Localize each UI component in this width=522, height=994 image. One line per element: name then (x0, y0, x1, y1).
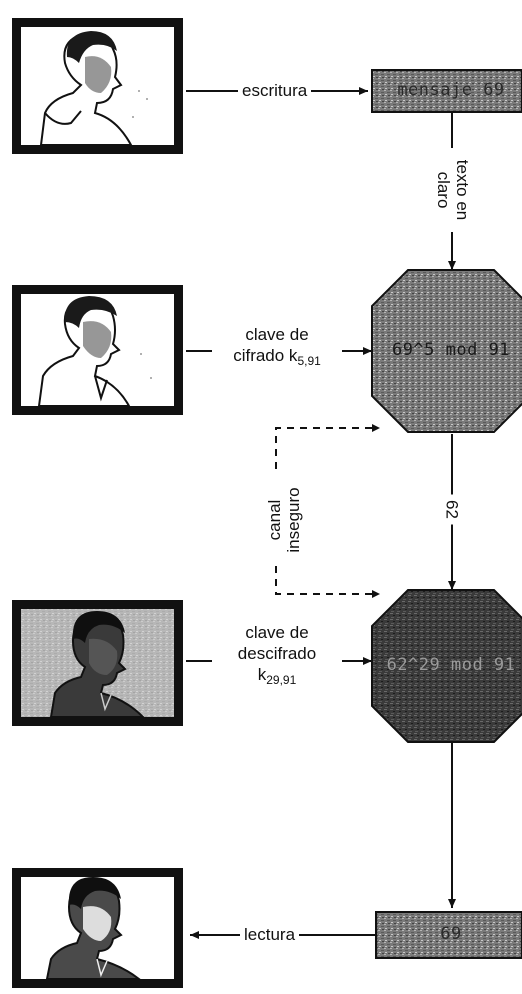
plaintext-link-label: texto en claro (432, 148, 472, 232)
plaintext-box (371, 69, 522, 113)
reader-figure (21, 877, 174, 979)
plaintext-link-line1: texto en (453, 159, 472, 221)
decryptor-portrait (12, 600, 183, 726)
encryption-octagon (371, 269, 522, 433)
writer-portrait (12, 18, 183, 154)
encryptor-portrait (12, 285, 183, 415)
writer-figure (21, 27, 174, 145)
encryption-key-subscript: 5,91 (297, 354, 321, 368)
decryption-box-text: 62^29 mod 91 (386, 655, 516, 675)
encryption-key-label: clave de cifrado k5,91 (212, 324, 342, 372)
decryption-key-line1: clave de (245, 623, 309, 642)
decryption-key-subscript: 29,91 (266, 673, 297, 687)
insecure-channel-label: canal inseguro (265, 475, 305, 565)
encryption-box-text: 69^5 mod 91 (391, 340, 511, 360)
plaintext-box-text: mensaje 69 (397, 80, 505, 100)
plaintext-link-line2: claro (434, 171, 453, 209)
ciphertext-value: 62 (442, 494, 462, 525)
insecure-channel-line1: canal (265, 499, 284, 541)
decryption-key-text: k (257, 665, 267, 684)
decryption-key-line2: descifrado (237, 644, 317, 663)
insecure-bottom-arrowhead (372, 590, 380, 598)
decryption-key-label: clave de descifrado k29,91 (212, 622, 342, 691)
encryption-key-text: cifrado k (233, 346, 298, 365)
encryption-key-line1: clave de (245, 325, 309, 344)
result-box-text: 69 (440, 924, 462, 944)
encryptor-figure (21, 294, 174, 406)
writing-label: escritura (238, 80, 312, 101)
reader-portrait (12, 868, 183, 988)
insecure-top-arrowhead (372, 424, 380, 432)
decryption-octagon (371, 589, 522, 743)
decryptor-figure (21, 609, 174, 717)
result-box (375, 911, 522, 959)
insecure-channel-line2: inseguro (284, 487, 303, 553)
decryption-key-line3: k29,91 (212, 664, 342, 691)
encryption-key-line2: cifrado k5,91 (212, 345, 342, 372)
reading-label: lectura (240, 924, 300, 945)
